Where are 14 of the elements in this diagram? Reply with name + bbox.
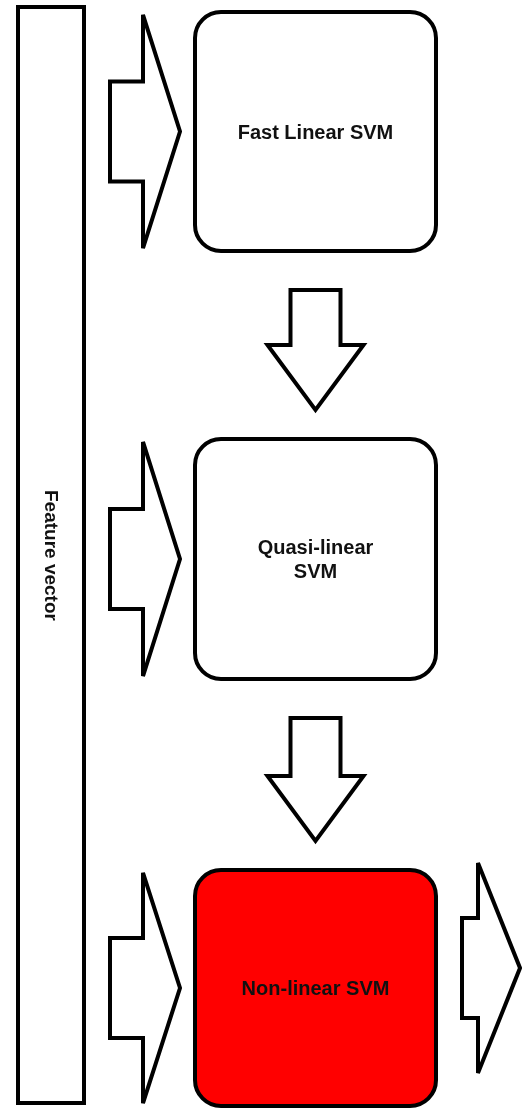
block-arrow: [108, 12, 183, 251]
block-arrow: [108, 439, 183, 679]
process-box: [193, 10, 438, 253]
block-arrow: [108, 870, 183, 1106]
node-label: Non-linear SVM: [241, 976, 390, 1000]
block-arrow: [263, 716, 368, 845]
process-box: [193, 868, 438, 1108]
node-label: Fast Linear SVM: [237, 119, 394, 144]
block-arrow: [460, 861, 522, 1075]
process-box: [193, 437, 438, 681]
block-arrow: [263, 288, 368, 414]
node-label: Quasi-linear SVM: [256, 535, 375, 583]
node-label: Feature vector: [40, 489, 64, 621]
input-bar: [16, 5, 86, 1105]
